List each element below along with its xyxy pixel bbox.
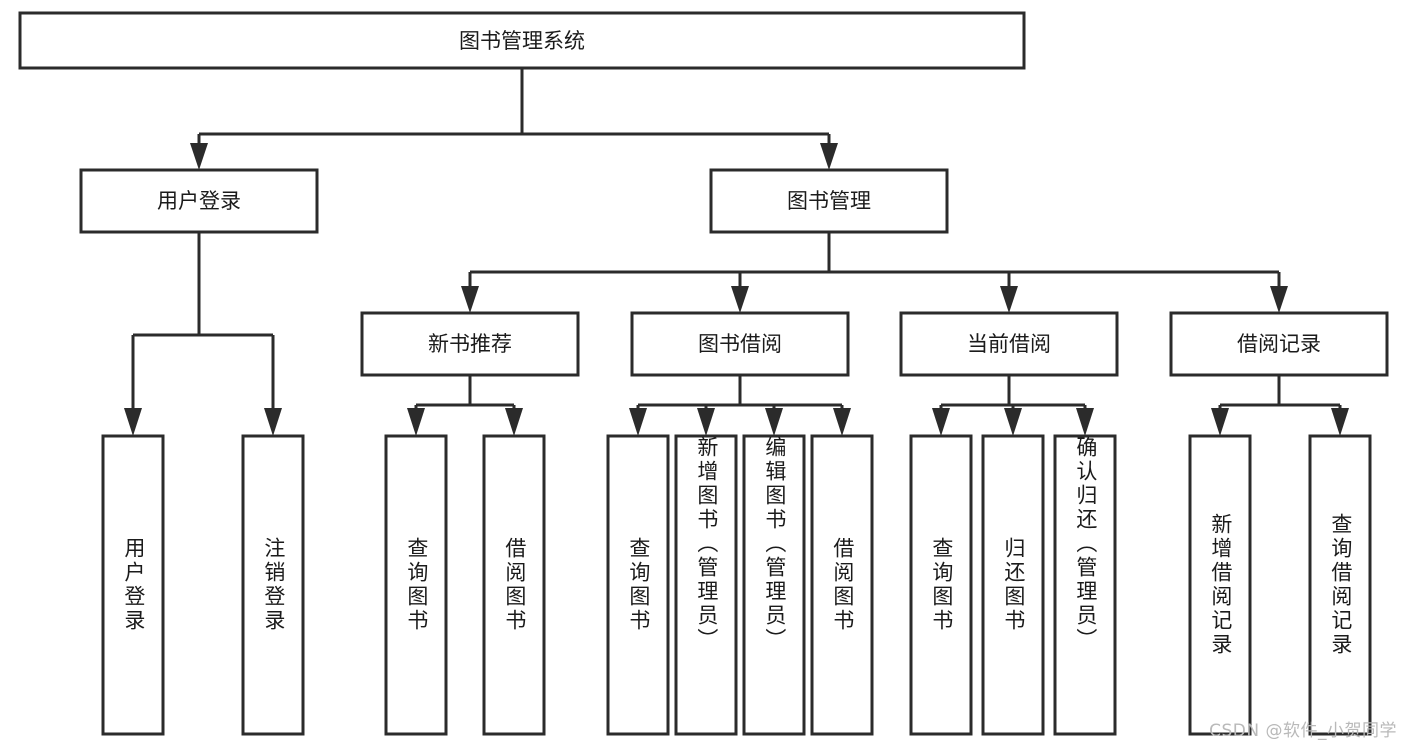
node-book-borrow-label: 图书借阅	[698, 332, 782, 356]
arrow-head-confirm-return	[1076, 408, 1094, 436]
arrow-head-current-borrow	[1000, 286, 1018, 313]
arrow-head-borrow-book-1	[505, 408, 523, 436]
arrow-head-add-book	[697, 408, 715, 436]
node-leaf-confirm-return-box[interactable]	[1053, 434, 1117, 736]
node-leaf-add-record-box[interactable]	[1188, 434, 1252, 736]
node-leaf-query-record-box[interactable]	[1308, 434, 1372, 736]
node-current-borrow-label: 当前借阅	[967, 332, 1051, 356]
arrow-head-query-book-3	[932, 408, 950, 436]
connector-current-borrow-to-leaves	[932, 375, 1094, 436]
node-root[interactable]: 图书管理系统	[18, 11, 1026, 70]
node-book-manage[interactable]: 图书管理	[709, 168, 949, 234]
arrow-head-query-record	[1331, 408, 1349, 436]
arrow-head-add-record	[1211, 408, 1229, 436]
connector-user-login-to-leaves	[124, 232, 282, 436]
node-leaf-return-book-box[interactable]	[981, 434, 1045, 736]
node-leaf-user-login-box[interactable]	[101, 434, 165, 736]
node-leaf-logout-box[interactable]	[241, 434, 305, 736]
connector-borrow-record-to-leaves	[1211, 375, 1349, 436]
arrow-head-borrow-book-2	[833, 408, 851, 436]
node-user-login[interactable]: 用户登录	[79, 168, 319, 234]
node-leaf-query-book-3-box[interactable]	[909, 434, 973, 736]
connector-book-manage-to-level3	[461, 232, 1288, 313]
arrow-head-return-book	[1004, 408, 1022, 436]
node-borrow-record-label: 借阅记录	[1237, 332, 1321, 356]
node-leaf-edit-book-box[interactable]	[742, 434, 806, 736]
node-new-book-recommend-box[interactable]	[360, 311, 580, 377]
node-new-book-recommend-label: 新书推荐	[428, 332, 512, 356]
connector-new-book-recommend-to-leaves	[407, 375, 523, 436]
csdn-watermark: CSDN @软件_小贺同学	[1209, 721, 1397, 741]
node-root-label: 图书管理系统	[459, 29, 585, 53]
node-book-manage-label: 图书管理	[787, 189, 871, 213]
node-new-book-recommend[interactable]: 新书推荐	[360, 311, 580, 377]
node-borrow-record-box[interactable]	[1169, 311, 1389, 377]
arrow-head-edit-book	[765, 408, 783, 436]
node-leaf-add-book-box[interactable]	[674, 434, 738, 736]
node-leaf-query-book-1-box[interactable]	[384, 434, 448, 736]
arrow-head-query-book-1	[407, 408, 425, 436]
node-user-login-box[interactable]	[79, 168, 319, 234]
node-book-borrow-box[interactable]	[630, 311, 850, 377]
arrow-head-book-manage	[820, 143, 838, 170]
node-current-borrow[interactable]: 当前借阅	[899, 311, 1119, 377]
arrow-head-query-book-2	[629, 408, 647, 436]
node-user-login-label: 用户登录	[157, 189, 241, 213]
node-book-borrow[interactable]: 图书借阅	[630, 311, 850, 377]
arrow-head-leaf-user-login	[124, 408, 142, 436]
arrow-head-leaf-logout	[264, 408, 282, 436]
node-leaf-borrow-book-1-box[interactable]	[482, 434, 546, 736]
arrow-head-borrow-record	[1270, 286, 1288, 313]
node-current-borrow-box[interactable]	[899, 311, 1119, 377]
connector-root-to-level2	[190, 68, 838, 170]
node-root-box[interactable]	[18, 11, 1026, 70]
node-leaf-query-book-2-box[interactable]	[606, 434, 670, 736]
arrow-head-new-book-recommend	[461, 286, 479, 313]
connector-book-borrow-to-leaves	[629, 375, 851, 436]
arrow-head-user-login	[190, 143, 208, 170]
arrow-head-book-borrow	[731, 286, 749, 313]
node-borrow-record[interactable]: 借阅记录	[1169, 311, 1389, 377]
node-book-manage-box[interactable]	[709, 168, 949, 234]
node-leaf-borrow-book-2-box[interactable]	[810, 434, 874, 736]
